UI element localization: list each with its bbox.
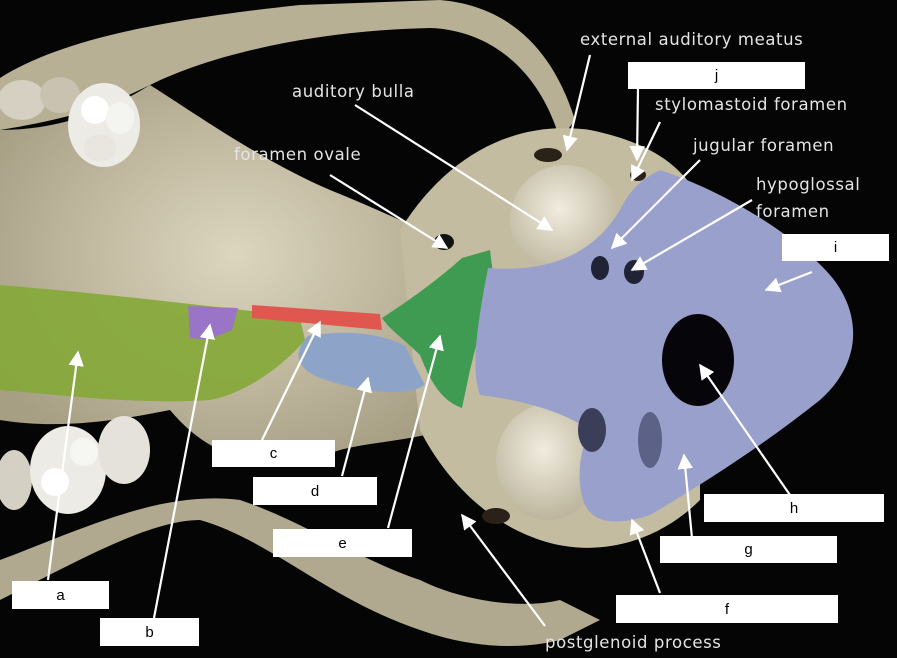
arrow-stylomastoid-foramen: [631, 121, 661, 182]
arrow-g: [677, 453, 694, 539]
arrow-foramen-ovale: [329, 174, 449, 249]
lower-molars: [0, 416, 150, 514]
red-region: [252, 305, 382, 330]
lower-zygomatic-arch: [0, 498, 600, 646]
arrow-j: [629, 87, 645, 162]
answer-box-f[interactable]: f: [616, 595, 838, 623]
external-auditory-meatus-hole: [534, 148, 562, 162]
label-hypoglossal-line2: foramen: [756, 202, 830, 221]
answer-box-b[interactable]: b: [100, 618, 199, 646]
auditory-bulla-lower: [496, 404, 600, 520]
arrow-e: [386, 334, 444, 529]
label-foramen-ovale: foramen ovale: [234, 145, 362, 164]
arrow-i: [764, 270, 813, 293]
upper-zygomatic-arch: [0, 0, 575, 140]
jugular-foramen-hole: [591, 256, 609, 280]
arrow-d: [340, 376, 372, 477]
label-external-auditory-meatus: external auditory meatus: [580, 30, 804, 49]
arrow-h: [699, 363, 791, 496]
arrow-f: [629, 518, 662, 594]
arrow-auditory-bulla: [354, 104, 554, 231]
arrow-jugular-foramen: [610, 159, 701, 250]
arrow-c: [261, 320, 321, 441]
label-postglenoid-process: postglenoid process: [545, 633, 722, 652]
occipital-shadow-right: [638, 412, 662, 468]
upper-molars: [0, 77, 140, 167]
arrow-external-auditory-meatus: [562, 54, 592, 152]
arrow-a: [46, 350, 84, 581]
postglenoid-shadow: [482, 508, 510, 524]
label-stylomastoid-foramen: stylomastoid foramen: [655, 95, 848, 114]
answer-box-j[interactable]: j: [628, 62, 805, 89]
label-auditory-bulla: auditory bulla: [292, 82, 415, 101]
answer-box-d[interactable]: d: [253, 477, 377, 505]
answer-box-a[interactable]: a: [12, 581, 109, 609]
answer-box-g[interactable]: g: [660, 536, 837, 563]
label-hypoglossal-line1: hypoglossal: [756, 175, 861, 194]
teal-region: [382, 250, 495, 408]
answer-box-h[interactable]: h: [704, 494, 884, 522]
pointer-lines: [46, 54, 813, 627]
occipital-shadow-left: [578, 408, 606, 452]
answer-box-e[interactable]: e: [273, 529, 412, 557]
label-jugular-foramen: jugular foramen: [693, 136, 835, 155]
foramen-magnum: [662, 314, 734, 406]
arrow-postglenoid-process: [461, 513, 546, 627]
arrow-b: [152, 323, 215, 619]
answer-box-c[interactable]: c: [212, 440, 335, 467]
arrow-hypoglossal-foramen: [630, 199, 753, 271]
blue-region: [298, 332, 425, 393]
answer-box-i[interactable]: i: [782, 234, 889, 261]
